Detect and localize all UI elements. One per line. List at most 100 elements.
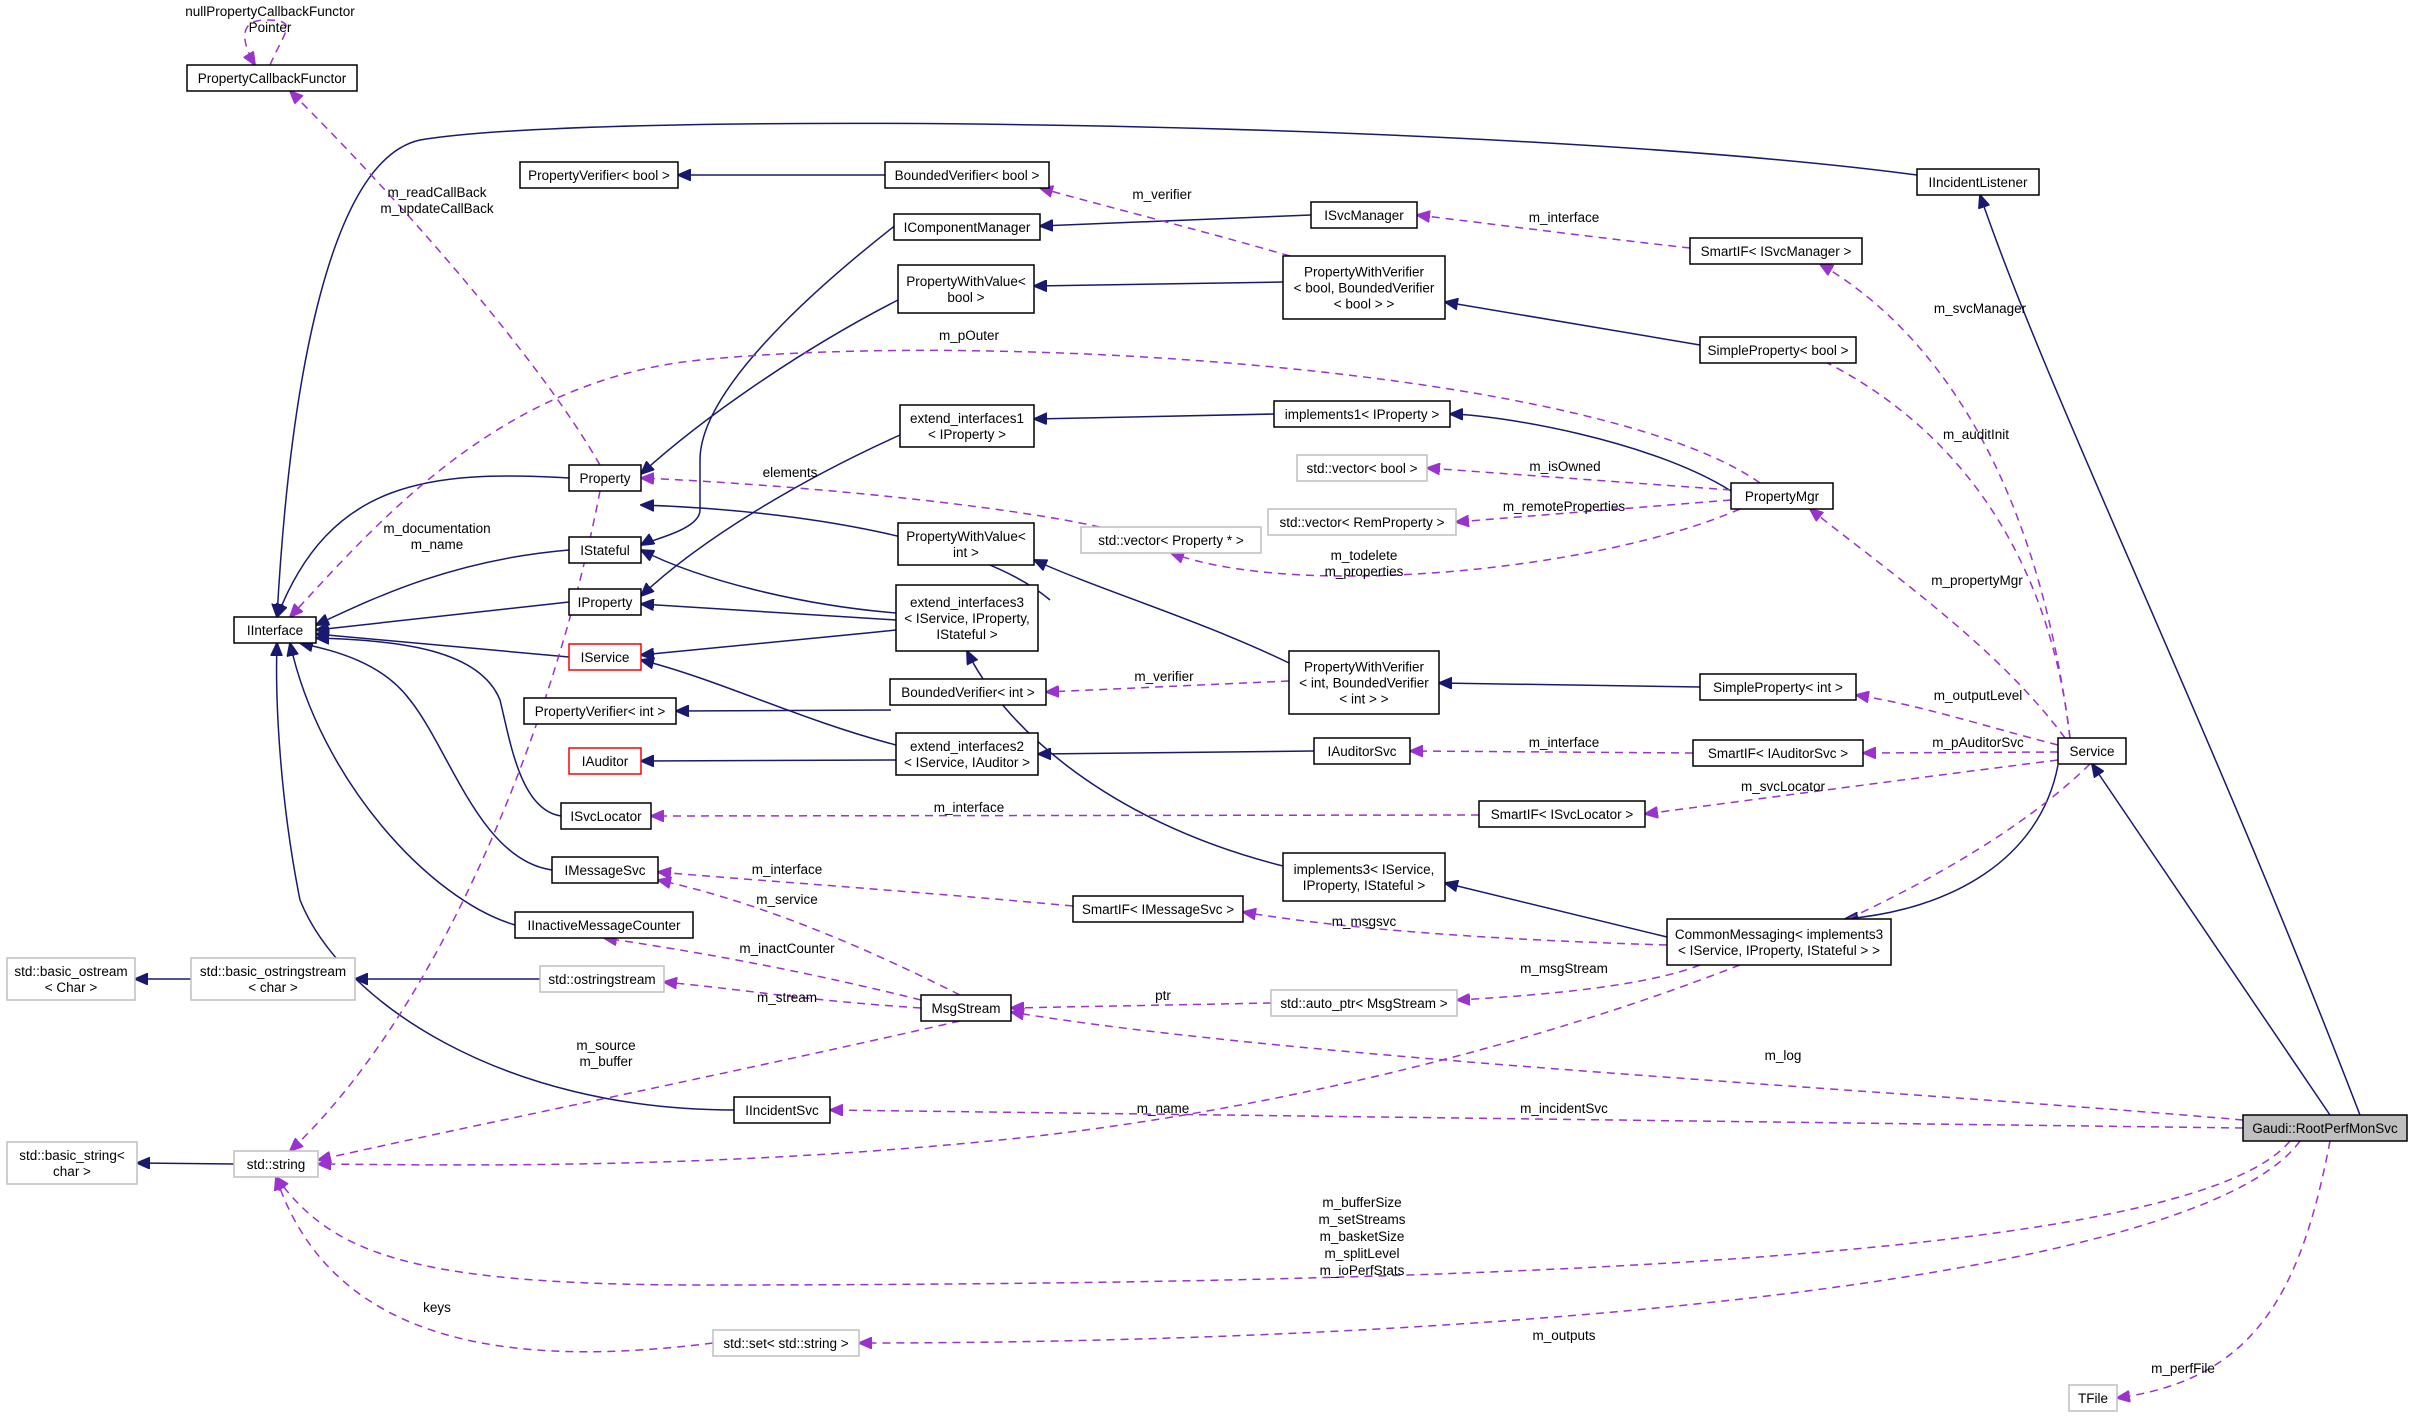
- edge-propertymgr-to-vector-bool: [1427, 468, 1732, 491]
- node-smart-ifi-auditor-svc[interactable]: SmartIF< IAuditorSvc >: [1692, 739, 1864, 767]
- node-label: PropertyWithVerifier: [1304, 265, 1425, 280]
- node-smart-ifi-message-svc[interactable]: SmartIF< IMessageSvc >: [1072, 895, 1244, 923]
- node-label: int >: [953, 545, 979, 560]
- node-i-incident-listener[interactable]: IIncidentListener: [1916, 168, 2040, 196]
- edge-callback-self: [245, 19, 287, 65]
- node-std-ostringstream[interactable]: std::ostringstream: [539, 965, 665, 993]
- edge-commonmessaging-to-smartif-msgsvc: [1243, 912, 1668, 946]
- node-property-verifier-int[interactable]: PropertyVerifier< int >: [523, 697, 677, 725]
- node-property-callback-functor[interactable]: PropertyCallbackFunctor: [186, 64, 358, 92]
- node-label: IProperty, IStateful >: [1303, 878, 1426, 893]
- node-property-mgr[interactable]: PropertyMgr: [1730, 482, 1834, 510]
- edge-string-to-basic-string: [137, 1163, 235, 1164]
- node-box: [1270, 989, 1458, 1017]
- node-label: IInterface: [247, 623, 303, 638]
- node-i-svc-locator[interactable]: ISvcLocator: [560, 802, 652, 830]
- node-smart-ifi-svc-manager[interactable]: SmartIF< ISvcManager >: [1689, 237, 1863, 265]
- node-i-svc-manager[interactable]: ISvcManager: [1310, 201, 1418, 229]
- node-label: < IService, IProperty, IStateful > >: [1678, 943, 1880, 958]
- node-box: [560, 802, 652, 830]
- node-bounded-verifier-int[interactable]: BoundedVerifier< int >: [889, 678, 1047, 706]
- node-i-property[interactable]: IProperty: [568, 588, 642, 616]
- node-label: TFile: [2078, 1391, 2108, 1406]
- node-simple-property-int[interactable]: SimpleProperty< int >: [1699, 673, 1857, 701]
- node-smart-ifi-svc-locator[interactable]: SmartIF< ISvcLocator >: [1478, 800, 1646, 828]
- node-box: [1699, 673, 1857, 701]
- node-std-vector-rem-property[interactable]: std::vector< RemProperty >: [1267, 508, 1457, 536]
- node-box: [568, 464, 642, 492]
- node-label: CommonMessaging< implements3: [1675, 927, 1883, 942]
- edge-propertywithvalue-int-to-property: [641, 505, 1051, 601]
- node-label: PropertyMgr: [1745, 489, 1820, 504]
- node-property-with-verifier-bool[interactable]: PropertyWithVerifier< bool, BoundedVerif…: [1282, 255, 1446, 320]
- edge-label-m-pOuter: m_pOuter: [939, 328, 1000, 343]
- node-std-vector-bool[interactable]: std::vector< bool >: [1296, 454, 1428, 482]
- node-std-basic-ostream[interactable]: std::basic_ostream< Char >: [6, 957, 136, 1001]
- edge-smartif-svclocator-to-isvclocator: [651, 815, 1480, 816]
- node-property-with-value-bool[interactable]: PropertyWithValue<bool >: [897, 264, 1035, 314]
- node-i-component-manager[interactable]: IComponentManager: [893, 213, 1041, 241]
- node-label: PropertyVerifier< bool >: [528, 168, 670, 183]
- node-label: BoundedVerifier< int >: [901, 685, 1035, 700]
- node-std-string[interactable]: std::string: [233, 1150, 319, 1178]
- node-i-stateful[interactable]: IStateful: [568, 536, 642, 564]
- node-implements3[interactable]: implements3< IService,IProperty, IStatef…: [1282, 852, 1446, 902]
- node-implements1[interactable]: implements1< IProperty >: [1273, 400, 1451, 428]
- node-msg-stream[interactable]: MsgStream: [920, 994, 1012, 1022]
- node-i-service[interactable]: IService: [568, 643, 642, 671]
- node-std-set-string[interactable]: std::set< std::string >: [712, 1329, 860, 1357]
- edge-extend-interfaces2-to-iservice: [641, 660, 897, 746]
- node-i-auditor[interactable]: IAuditor: [568, 747, 642, 775]
- node-box: [899, 404, 1035, 448]
- node-common-messaging[interactable]: CommonMessaging< implements3< IService, …: [1666, 918, 1892, 966]
- edge-label-m-auditInit: m_auditInit: [1943, 427, 2009, 442]
- node-i-interface[interactable]: IInterface: [233, 616, 317, 644]
- edge-extend-interfaces3-to-iservice: [641, 629, 897, 655]
- edge-label-m-svcManager: m_svcManager: [1934, 301, 2027, 316]
- node-extend-interfaces3[interactable]: extend_interfaces3< IService, IProperty,…: [895, 584, 1039, 652]
- edge-label-m-todelete-properties: m_todelete: [1331, 548, 1398, 563]
- node-service[interactable]: Service: [2057, 737, 2127, 765]
- node-box: [895, 732, 1039, 776]
- node-box: [1689, 237, 1863, 265]
- node-std-basic-ostringstream[interactable]: std::basic_ostringstream< char >: [190, 957, 356, 1001]
- node-property[interactable]: Property: [568, 464, 642, 492]
- node-label: std::ostringstream: [548, 972, 655, 987]
- edge-service-to-smartif-svcmanager: [1820, 264, 2071, 739]
- edge-msgstream-to-ostringstream: [664, 982, 922, 1009]
- edge-label-null-property-callback: Pointer: [249, 20, 292, 35]
- node-t-file[interactable]: TFile: [2068, 1384, 2118, 1412]
- edge-extend-interfaces3-to-istateful: [641, 550, 897, 614]
- node-simple-property-bool[interactable]: SimpleProperty< bool >: [1699, 336, 1857, 364]
- node-property-with-verifier-int[interactable]: PropertyWithVerifier< int, BoundedVerifi…: [1288, 650, 1440, 715]
- edge-extend-interfaces3-to-iproperty: [641, 604, 897, 621]
- node-label: BoundedVerifier< bool >: [895, 168, 1040, 183]
- node-label: SmartIF< IAuditorSvc >: [1708, 746, 1848, 761]
- edge-label-elements: elements: [763, 465, 818, 480]
- node-i-inactive-message-counter[interactable]: IInactiveMessageCounter: [514, 911, 694, 939]
- node-extend-interfaces1[interactable]: extend_interfaces1< IProperty >: [899, 404, 1035, 448]
- node-box: [186, 64, 358, 92]
- node-i-message-svc[interactable]: IMessageSvc: [551, 856, 659, 884]
- node-label: IService: [581, 650, 630, 665]
- node-property-verifier-bool[interactable]: PropertyVerifier< bool >: [519, 161, 679, 189]
- edge-smartif-svcmanager-to-isvcmanager: [1417, 215, 1691, 249]
- edge-icomponentmanager-to-istateful: [641, 213, 911, 545]
- edge-rootperfmonsvc-to-tfile: [2117, 1140, 2331, 1398]
- node-label: std::basic_ostringstream: [200, 964, 346, 979]
- node-box: [712, 1329, 860, 1357]
- edge-isvclocator-to-iinterface: [316, 638, 562, 817]
- node-std-auto-ptr-msg-stream[interactable]: std::auto_ptr< MsgStream >: [1270, 989, 1458, 1017]
- node-root-perf-mon-svc[interactable]: Gaudi::RootPerfMonSvc: [2242, 1114, 2408, 1142]
- node-property-with-value-int[interactable]: PropertyWithValue<int >: [897, 522, 1035, 566]
- node-std-vector-property-ptr[interactable]: std::vector< Property * >: [1080, 526, 1262, 554]
- node-box: [897, 522, 1035, 566]
- node-i-auditor-svc[interactable]: IAuditorSvc: [1313, 737, 1411, 765]
- node-std-basic-string[interactable]: std::basic_string<char >: [6, 1141, 138, 1185]
- edge-label-m-interface-auditorsvc: m_interface: [1529, 735, 1600, 750]
- node-extend-interfaces2[interactable]: extend_interfaces2< IService, IAuditor >: [895, 732, 1039, 776]
- node-i-incident-svc[interactable]: IIncidentSvc: [733, 1096, 831, 1124]
- node-label: PropertyWithVerifier: [1304, 660, 1425, 675]
- node-label: PropertyVerifier< int >: [535, 704, 666, 719]
- node-bounded-verifier-bool[interactable]: BoundedVerifier< bool >: [884, 161, 1050, 189]
